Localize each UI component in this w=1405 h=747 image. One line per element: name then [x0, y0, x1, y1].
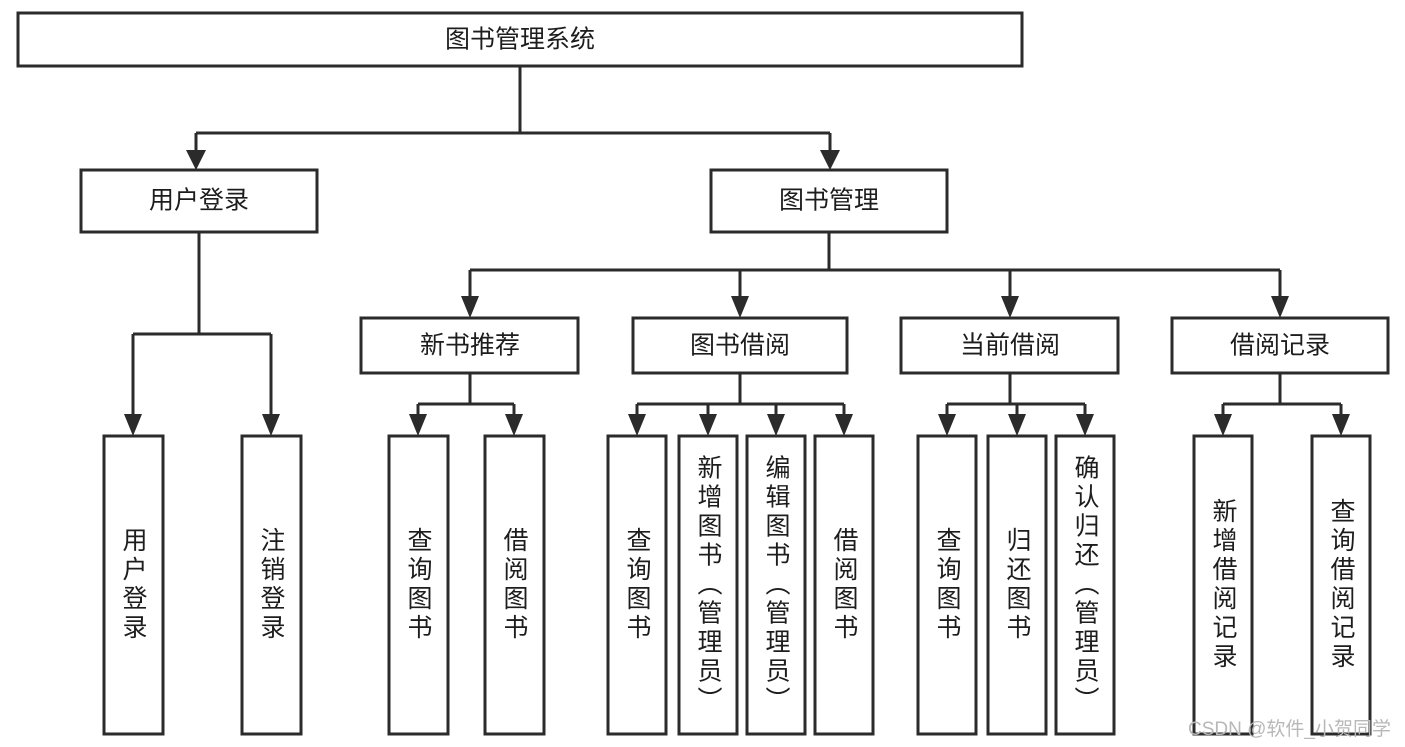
- leaf-user-login-1-box[interactable]: [240, 434, 303, 736]
- node-root[interactable]: 图书管理系统: [16, 11, 1024, 68]
- arrow-to-borrow-record: [1271, 296, 1289, 318]
- leaf-new-book-0[interactable]: 查询图书: [387, 434, 450, 736]
- node-borrow-record-box[interactable]: [1170, 316, 1390, 375]
- leaf-book-borrow-0[interactable]: 查询图书: [606, 434, 668, 736]
- leaf-borrow-record-0-label: 新增借阅记录: [1209, 498, 1238, 672]
- leaf-current-borrow-1-box[interactable]: [986, 434, 1048, 736]
- node-root-box[interactable]: [16, 11, 1024, 68]
- leaf-book-borrow-0-box[interactable]: [606, 434, 668, 736]
- leaf-new-book-0-label: 查询图书: [404, 527, 433, 643]
- arrow-book-borrow-leaf-3: [835, 414, 853, 436]
- node-new-book-recommend[interactable]: 新书推荐: [359, 316, 580, 375]
- leaf-user-login-1-label: 注销登录: [257, 527, 286, 643]
- node-book-management-box[interactable]: [709, 168, 949, 234]
- leaf-borrow-record-0[interactable]: 新增借阅记录: [1192, 434, 1254, 736]
- arrow-book-borrow-leaf-1: [699, 414, 717, 436]
- leaf-book-borrow-3-label: 借阅图书: [830, 527, 859, 643]
- leaf-user-login-0[interactable]: 用户登录: [102, 434, 165, 736]
- leaf-borrow-record-1[interactable]: 查询借阅记录: [1310, 434, 1372, 736]
- leaf-current-borrow-0[interactable]: 查询图书: [916, 434, 978, 736]
- leaf-new-book-1-label: 借阅图书: [500, 527, 529, 643]
- arrow-user-login-leaf-1: [262, 414, 280, 436]
- arrow-root-to-book-mgmt: [820, 150, 840, 170]
- node-current-borrow[interactable]: 当前借阅: [899, 316, 1120, 375]
- leaf-book-borrow-0-label: 查询图书: [623, 527, 652, 643]
- leaf-current-borrow-1-label: 归还图书: [1003, 527, 1032, 643]
- arrow-borrow-record-leaf-1: [1332, 414, 1350, 436]
- arrow-root-to-user-login: [186, 150, 206, 170]
- node-borrow-record[interactable]: 借阅记录: [1170, 316, 1390, 375]
- leaf-new-book-1-box[interactable]: [483, 434, 546, 736]
- leaf-current-borrow-1[interactable]: 归还图书: [986, 434, 1048, 736]
- leaf-book-borrow-1[interactable]: 新增图书（管理员）: [677, 434, 739, 736]
- leaf-book-borrow-3-box[interactable]: [813, 434, 875, 736]
- leaf-current-borrow-2-box[interactable]: [1054, 434, 1116, 736]
- leaf-book-borrow-1-box[interactable]: [677, 434, 739, 736]
- leaf-current-borrow-2[interactable]: 确认归还（管理员）: [1054, 434, 1116, 736]
- node-current-borrow-label: 当前借阅: [960, 332, 1060, 360]
- node-book-borrow-box[interactable]: [631, 316, 849, 375]
- node-user-login-box[interactable]: [79, 168, 319, 234]
- arrow-book-borrow-leaf-0: [628, 414, 646, 436]
- arrow-current-borrow-leaf-2: [1076, 414, 1094, 436]
- node-current-borrow-box[interactable]: [899, 316, 1120, 375]
- leaf-book-borrow-1-label: 新增图书（管理员）: [694, 455, 723, 716]
- leaf-current-borrow-2-label: 确认归还（管理员）: [1071, 455, 1100, 716]
- node-new-book-recommend-box[interactable]: [359, 316, 580, 375]
- csdn-watermark: CSDN @软件_小贺同学: [1188, 719, 1391, 740]
- leaf-new-book-0-box[interactable]: [387, 434, 450, 736]
- arrow-to-book-borrow: [731, 296, 749, 318]
- arrow-current-borrow-leaf-0: [938, 414, 956, 436]
- node-book-management-label: 图书管理: [779, 187, 879, 215]
- leaf-current-borrow-0-box[interactable]: [916, 434, 978, 736]
- leaf-current-borrow-0-label: 查询图书: [933, 527, 962, 643]
- arrow-new-book-leaf-1: [505, 414, 523, 436]
- arrow-user-login-leaf-0: [124, 414, 142, 436]
- arrow-to-new-book: [461, 296, 479, 318]
- arrow-to-current-borrow: [1001, 296, 1019, 318]
- arrow-new-book-leaf-0: [409, 414, 427, 436]
- leaf-user-login-0-box[interactable]: [102, 434, 165, 736]
- node-borrow-record-label: 借阅记录: [1230, 332, 1330, 360]
- node-new-book-recommend-label: 新书推荐: [420, 332, 520, 360]
- leaf-book-borrow-2-box[interactable]: [745, 434, 807, 736]
- leaf-user-login-0-label: 用户登录: [119, 527, 148, 643]
- arrow-book-borrow-leaf-2: [767, 414, 785, 436]
- leaf-new-book-1[interactable]: 借阅图书: [483, 434, 546, 736]
- arrow-current-borrow-leaf-1: [1008, 414, 1026, 436]
- node-book-borrow-label: 图书借阅: [690, 332, 790, 360]
- node-user-login-label: 用户登录: [149, 187, 249, 215]
- leaf-borrow-record-0-box[interactable]: [1192, 434, 1254, 736]
- leaf-book-borrow-2[interactable]: 编辑图书（管理员）: [745, 434, 807, 736]
- node-book-borrow[interactable]: 图书借阅: [631, 316, 849, 375]
- leaf-user-login-1[interactable]: 注销登录: [240, 434, 303, 736]
- leaf-book-borrow-2-label: 编辑图书（管理员）: [762, 455, 791, 716]
- node-root-label: 图书管理系统: [445, 26, 595, 54]
- connector-layer: [124, 66, 1350, 436]
- node-book-management[interactable]: 图书管理: [709, 168, 949, 234]
- leaf-book-borrow-3[interactable]: 借阅图书: [813, 434, 875, 736]
- arrow-borrow-record-leaf-0: [1214, 414, 1232, 436]
- leaf-borrow-record-1-label: 查询借阅记录: [1327, 498, 1356, 672]
- leaf-borrow-record-1-box[interactable]: [1310, 434, 1372, 736]
- node-user-login[interactable]: 用户登录: [79, 168, 319, 234]
